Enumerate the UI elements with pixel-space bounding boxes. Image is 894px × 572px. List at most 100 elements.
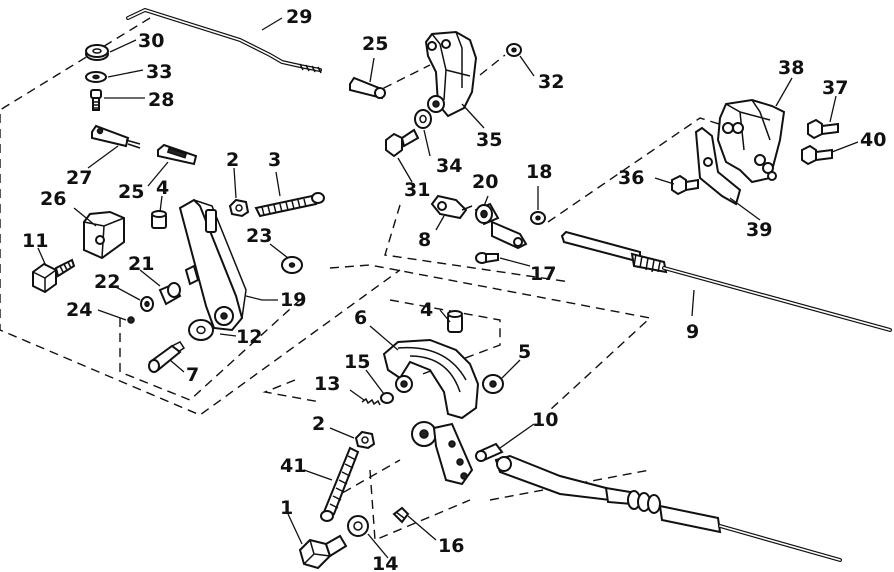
callout-11: 11 bbox=[22, 230, 48, 252]
part-18-washer bbox=[530, 211, 546, 225]
part-4-pin bbox=[205, 209, 217, 233]
callout-26: 26 bbox=[40, 188, 66, 210]
callout-15: 15 bbox=[344, 351, 370, 373]
part-20-bushing bbox=[474, 202, 528, 250]
washer-dash bbox=[479, 54, 506, 76]
callout-3: 3 bbox=[268, 149, 281, 171]
part-5-washer bbox=[482, 374, 504, 394]
part-1-bolt bbox=[298, 534, 348, 570]
part-9-cable bbox=[560, 230, 892, 332]
callout-2-lower: 2 bbox=[312, 413, 325, 435]
callout-22: 22 bbox=[94, 271, 120, 293]
callout-40: 40 bbox=[860, 129, 886, 151]
part-28-screw bbox=[90, 89, 102, 111]
part-30-nut bbox=[85, 44, 109, 61]
callout-35: 35 bbox=[476, 129, 502, 151]
callout-31: 31 bbox=[404, 179, 430, 201]
part-17-screw bbox=[475, 252, 499, 264]
part-13-spring bbox=[361, 397, 381, 406]
upper-bracket-outline bbox=[384, 204, 571, 283]
lower-outline-top bbox=[329, 264, 652, 411]
part-16-screw bbox=[392, 506, 410, 524]
part-35-bracket bbox=[424, 30, 478, 118]
callout-6: 6 bbox=[354, 307, 367, 329]
callout-4-upper: 4 bbox=[156, 177, 169, 199]
callout-21: 21 bbox=[128, 253, 154, 275]
callout-25-left: 25 bbox=[118, 181, 144, 203]
callout-8: 8 bbox=[418, 229, 431, 251]
part-37-bolt bbox=[807, 118, 839, 140]
part-14-washer bbox=[347, 515, 369, 537]
part-19-lever bbox=[178, 198, 247, 332]
part-lower-lever bbox=[411, 421, 474, 486]
callout-2-upper: 2 bbox=[226, 149, 239, 171]
part-27-link bbox=[91, 124, 141, 149]
callout-19: 19 bbox=[280, 289, 306, 311]
part-31-bolt bbox=[385, 128, 420, 158]
part-15-washer bbox=[380, 392, 394, 404]
part-23-washer bbox=[281, 256, 303, 274]
part-26-cam bbox=[83, 210, 125, 260]
part-41-threaded-rod bbox=[320, 446, 360, 522]
part-21-bushing bbox=[158, 282, 182, 306]
callout-12: 12 bbox=[236, 326, 262, 348]
lower-cable-assembly bbox=[494, 454, 842, 562]
part-8-link bbox=[430, 194, 473, 220]
callout-32: 32 bbox=[538, 71, 564, 93]
callout-23: 23 bbox=[246, 225, 272, 247]
part-25-left-link bbox=[157, 143, 198, 166]
part-29-rod bbox=[126, 7, 322, 74]
callout-29: 29 bbox=[286, 6, 312, 28]
callout-5: 5 bbox=[518, 341, 531, 363]
part-39-plate bbox=[694, 126, 742, 206]
left-assembly-outline bbox=[0, 17, 401, 416]
callout-27: 27 bbox=[66, 167, 92, 189]
callout-13: 13 bbox=[314, 373, 340, 395]
part-25-right-link bbox=[349, 76, 386, 100]
part-22-washer bbox=[140, 296, 154, 312]
part-10-pin bbox=[475, 442, 504, 462]
callout-4-lower: 4 bbox=[420, 299, 433, 321]
callout-14: 14 bbox=[372, 553, 398, 572]
callout-24: 24 bbox=[66, 299, 92, 321]
part-32-washer bbox=[506, 43, 522, 57]
link-dash bbox=[369, 64, 431, 96]
part-2-upper-nut bbox=[228, 198, 250, 218]
callout-1: 1 bbox=[280, 497, 293, 519]
callout-25-right: 25 bbox=[362, 33, 388, 55]
callout-34: 34 bbox=[436, 155, 462, 177]
part-24-clip bbox=[127, 316, 135, 324]
callout-36: 36 bbox=[618, 167, 644, 189]
callout-7: 7 bbox=[186, 364, 199, 386]
bottom-dash-a bbox=[329, 459, 401, 501]
part-4-lower-pin bbox=[447, 310, 463, 333]
part-36-bolt bbox=[671, 174, 699, 196]
part-6-sector bbox=[382, 338, 480, 420]
part-38-bracket bbox=[716, 98, 786, 184]
callout-20: 20 bbox=[472, 171, 498, 193]
callout-9: 9 bbox=[686, 321, 699, 343]
part-2-lower-nut bbox=[354, 430, 376, 450]
part-3-threaded-rod bbox=[254, 192, 325, 218]
callout-37: 37 bbox=[822, 77, 848, 99]
callout-38: 38 bbox=[778, 57, 804, 79]
part-4-upper-bushing bbox=[151, 210, 167, 229]
callout-41: 41 bbox=[280, 455, 306, 477]
callout-17: 17 bbox=[530, 263, 556, 285]
part-7-pin bbox=[148, 341, 186, 373]
leader-lines bbox=[37, 17, 859, 559]
callout-33: 33 bbox=[146, 61, 172, 83]
part-40-bolt bbox=[801, 144, 833, 166]
bottom-outline bbox=[369, 469, 471, 542]
lower-inner-outline bbox=[389, 299, 501, 376]
inner-outline bbox=[119, 299, 301, 401]
callout-30: 30 bbox=[138, 30, 164, 52]
left-lower-outline bbox=[262, 379, 321, 403]
part-33-washer bbox=[85, 71, 107, 83]
part-11-bolt bbox=[32, 258, 76, 294]
part-12-washer bbox=[188, 319, 214, 341]
callout-18: 18 bbox=[526, 161, 552, 183]
callout-28: 28 bbox=[148, 89, 174, 111]
callout-39: 39 bbox=[746, 219, 772, 241]
